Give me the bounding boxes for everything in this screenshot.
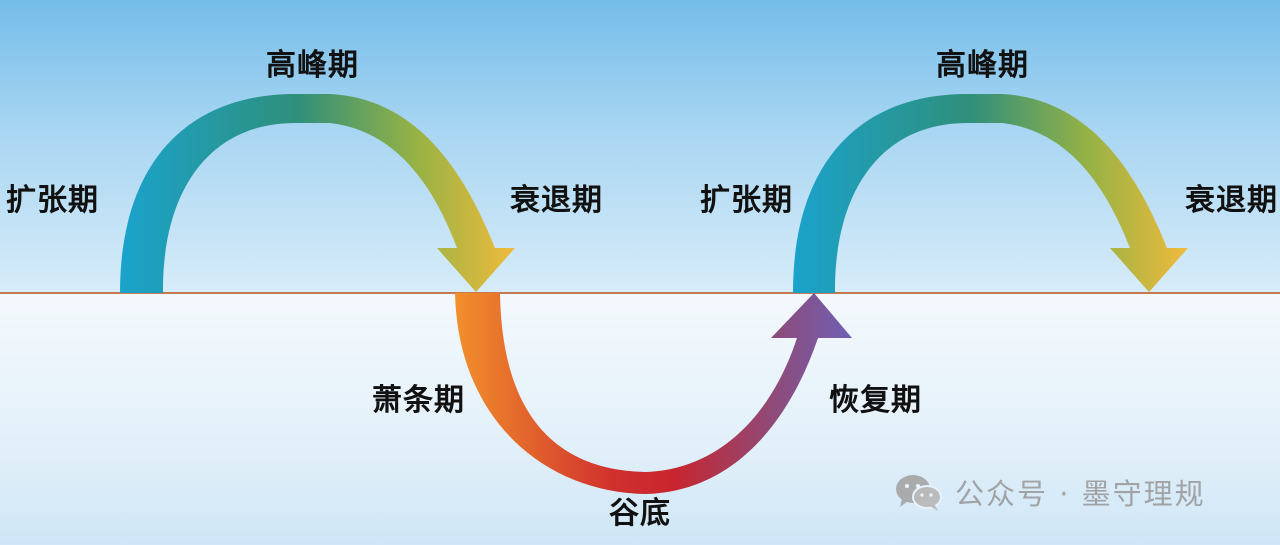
upper-arrow-2 <box>793 94 1188 293</box>
label-recovery: 恢复期 <box>829 383 922 418</box>
wechat-icon <box>896 475 942 511</box>
label-trough: 谷底 <box>609 496 671 531</box>
lower-arrow <box>455 293 852 494</box>
label-peak-2: 高峰期 <box>936 48 1029 83</box>
label-expansion-2: 扩张期 <box>700 183 793 218</box>
label-depression: 萧条期 <box>372 383 465 418</box>
label-expansion-1: 扩张期 <box>6 183 99 218</box>
watermark: 公众号 · 墨守理规 <box>893 470 1206 514</box>
upper-arrow-1 <box>120 94 515 293</box>
label-peak-1: 高峰期 <box>266 48 359 83</box>
label-recession-2: 衰退期 <box>1185 183 1278 218</box>
label-recession-1: 衰退期 <box>510 183 603 218</box>
lower-background <box>0 293 1280 545</box>
watermark-text: 公众号 · 墨守理规 <box>955 477 1206 511</box>
